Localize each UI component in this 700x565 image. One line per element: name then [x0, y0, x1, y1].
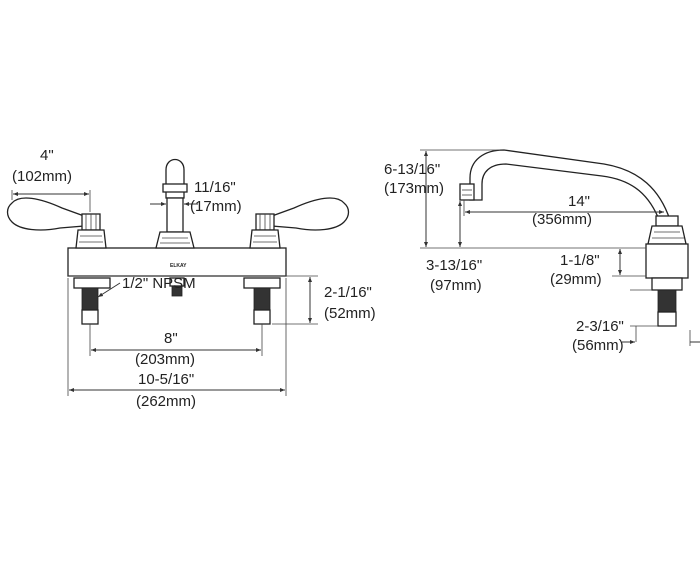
faucet-body: [67, 247, 287, 277]
thread-label: 1/2" NPSM: [122, 275, 196, 292]
center-stub: [169, 277, 185, 297]
dim-label-inch: 2-3/16": [576, 318, 624, 335]
front-view: ELKAY: [6, 147, 376, 410]
dim-label-mm: (17mm): [190, 198, 242, 215]
dim-center-spacing: 8" (203mm): [89, 324, 263, 368]
center-spout: [155, 158, 195, 249]
dim-overall-width: 10-5/16" (262mm): [67, 278, 287, 410]
dim-base-height: 1-1/8" (29mm): [550, 249, 646, 288]
side-body: [645, 215, 689, 327]
dim-spout-height: 6-13/16" (173mm): [384, 149, 646, 249]
dim-spout-diameter: 11/16" (17mm): [150, 179, 242, 215]
dim-handle-width: 4" (102mm): [11, 147, 91, 212]
dim-spout-reach: 14" (356mm): [463, 193, 664, 228]
thread-callout: 1/2" NPSM: [97, 275, 196, 298]
dim-label-inch: 3-13/16": [426, 257, 482, 274]
dim-outlet-height: 3-13/16" (97mm): [426, 201, 482, 294]
dim-shank-height: 2-1/16" (52mm): [272, 275, 376, 325]
dim-label-mm: (102mm): [12, 168, 72, 185]
dim-label-mm: (203mm): [135, 351, 195, 368]
dim-label-mm: (262mm): [136, 393, 196, 410]
brand-mark: ELKAY: [170, 263, 187, 269]
dim-label-mm: (29mm): [550, 271, 602, 288]
dim-shank-length: 2-3/16" (56mm): [572, 289, 700, 354]
dim-label-inch: 6-13/16": [384, 161, 440, 178]
dim-label-inch: 11/16": [194, 179, 236, 196]
side-view: 6-13/16" (173mm) 14" (356mm) 3-13/16" (9…: [384, 149, 700, 354]
dim-label-inch: 14": [568, 193, 590, 210]
dim-label-mm: (52mm): [324, 305, 376, 322]
dim-label-inch: 8": [164, 330, 178, 347]
dim-label-inch: 10-5/16": [138, 371, 194, 388]
dim-label-inch: 1-1/8": [560, 252, 600, 269]
dim-label-inch: 4": [40, 147, 54, 164]
left-shank: [73, 277, 111, 325]
right-shank: [243, 277, 281, 325]
dim-label-mm: (356mm): [532, 211, 592, 228]
right-handle: [249, 197, 350, 249]
dim-label-mm: (97mm): [430, 277, 482, 294]
dim-label-inch: 2-1/16": [324, 284, 372, 301]
dim-label-mm: (173mm): [384, 180, 444, 197]
left-handle: [6, 197, 107, 249]
dim-label-mm: (56mm): [572, 337, 624, 354]
